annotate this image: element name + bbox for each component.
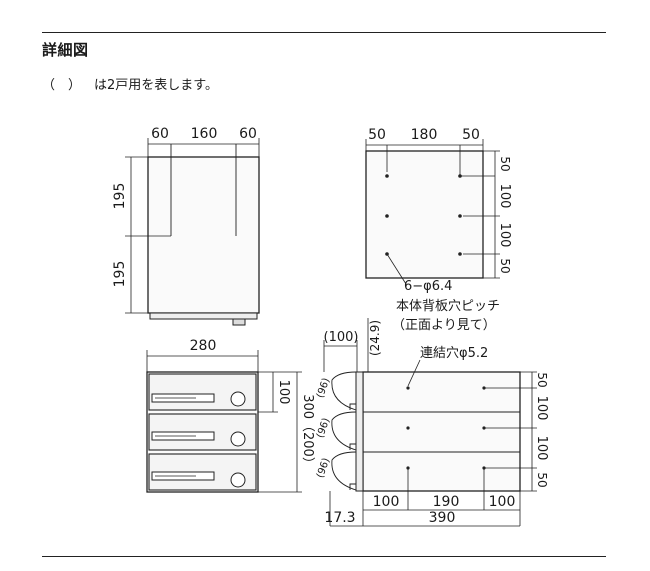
door-swing-2 — [331, 411, 357, 451]
side-dim-100-left: 100 — [373, 494, 400, 510]
join-leader — [407, 359, 421, 387]
front-dim-195-lower: 195 — [112, 261, 128, 288]
note-paren: （ ） — [42, 78, 82, 93]
side-view — [323, 318, 537, 527]
back-hole — [385, 252, 389, 256]
front-dim-195-upper: 195 — [112, 183, 128, 210]
dial-lock-2 — [230, 431, 246, 447]
side-dim-190: 190 — [433, 494, 460, 510]
side-dim-96-3: (96) — [315, 457, 332, 480]
pitch-label-2: （正面より見て） — [392, 318, 496, 333]
bottom-rule — [42, 556, 606, 557]
side-dim-390: 390 — [429, 510, 456, 526]
back-holes — [385, 174, 462, 256]
side-dim-100: (100) — [324, 330, 359, 345]
front-dim-60-right: 60 — [239, 126, 257, 142]
back-view — [365, 139, 500, 285]
back-hole — [458, 252, 462, 256]
back-dim-labels: 50 180 50 50 100 100 50 6−φ6.4 本体背板穴ピッチ … — [368, 127, 512, 333]
dial-lock-1 — [230, 391, 246, 407]
back-hole — [385, 174, 389, 178]
dial-lock-3 — [230, 472, 246, 488]
join-hole — [406, 426, 410, 430]
note-text: （ ） は2戸用を表します。 — [42, 74, 218, 93]
join-hole — [482, 386, 486, 390]
stack-dim-100: 100 — [276, 380, 291, 405]
back-dim-100-b: 100 — [497, 223, 512, 248]
back-dim-100-a: 100 — [497, 184, 512, 209]
front-view — [125, 138, 260, 326]
top-rule — [42, 32, 606, 33]
back-dim-50-right: 50 — [462, 127, 480, 143]
side-dim-100-b: 100 — [534, 436, 549, 461]
back-hole — [385, 214, 389, 218]
front-dim-160: 160 — [191, 126, 218, 142]
side-dim-17-3: 17.3 — [324, 510, 355, 526]
side-dim-249: (24.9) — [368, 320, 382, 356]
front-dim-60-left: 60 — [151, 126, 169, 142]
back-dim-50-bottom: 50 — [498, 258, 512, 273]
back-dim-50-left: 50 — [368, 127, 386, 143]
join-hole — [482, 466, 486, 470]
side-body — [362, 371, 521, 492]
front-base — [149, 312, 258, 320]
side-dim-100-right: 100 — [489, 494, 516, 510]
front-body — [147, 156, 260, 314]
side-holes — [406, 386, 486, 470]
back-dim-180: 180 — [411, 127, 438, 143]
front-dim-labels: 60 160 60 195 195 — [112, 126, 257, 287]
stack-dim-280: 280 — [190, 338, 217, 354]
note-body: は2戸用を表します。 — [94, 78, 218, 93]
hole-leader — [386, 253, 407, 285]
join-hole — [482, 426, 486, 430]
side-dim-50-top: 50 — [535, 372, 549, 387]
side-dim-100-a: 100 — [534, 396, 549, 421]
back-dim-50-top: 50 — [498, 156, 512, 171]
door-swing-3 — [331, 451, 357, 491]
pitch-label-1: 本体背板穴ピッチ — [396, 299, 500, 314]
stack-dim-labels: 280 100 300（200） — [190, 338, 315, 470]
join-hole — [406, 466, 410, 470]
side-dim-96-2: (96) — [315, 417, 332, 440]
join-hole — [406, 386, 410, 390]
stack-view — [146, 350, 302, 493]
side-dim-96-1: (96) — [315, 377, 332, 400]
door-swing-1 — [331, 371, 357, 411]
back-hole — [458, 174, 462, 178]
side-dim-50-bottom: 50 — [535, 472, 549, 487]
stack-dim-300-200: 300（200） — [300, 394, 315, 470]
join-hole-label: 連結穴φ5.2 — [420, 346, 488, 361]
back-plate — [365, 150, 484, 279]
hole-label: 6−φ6.4 — [404, 279, 452, 294]
front-foot — [232, 318, 246, 326]
back-hole — [458, 214, 462, 218]
section-title: 詳細図 — [42, 41, 89, 59]
